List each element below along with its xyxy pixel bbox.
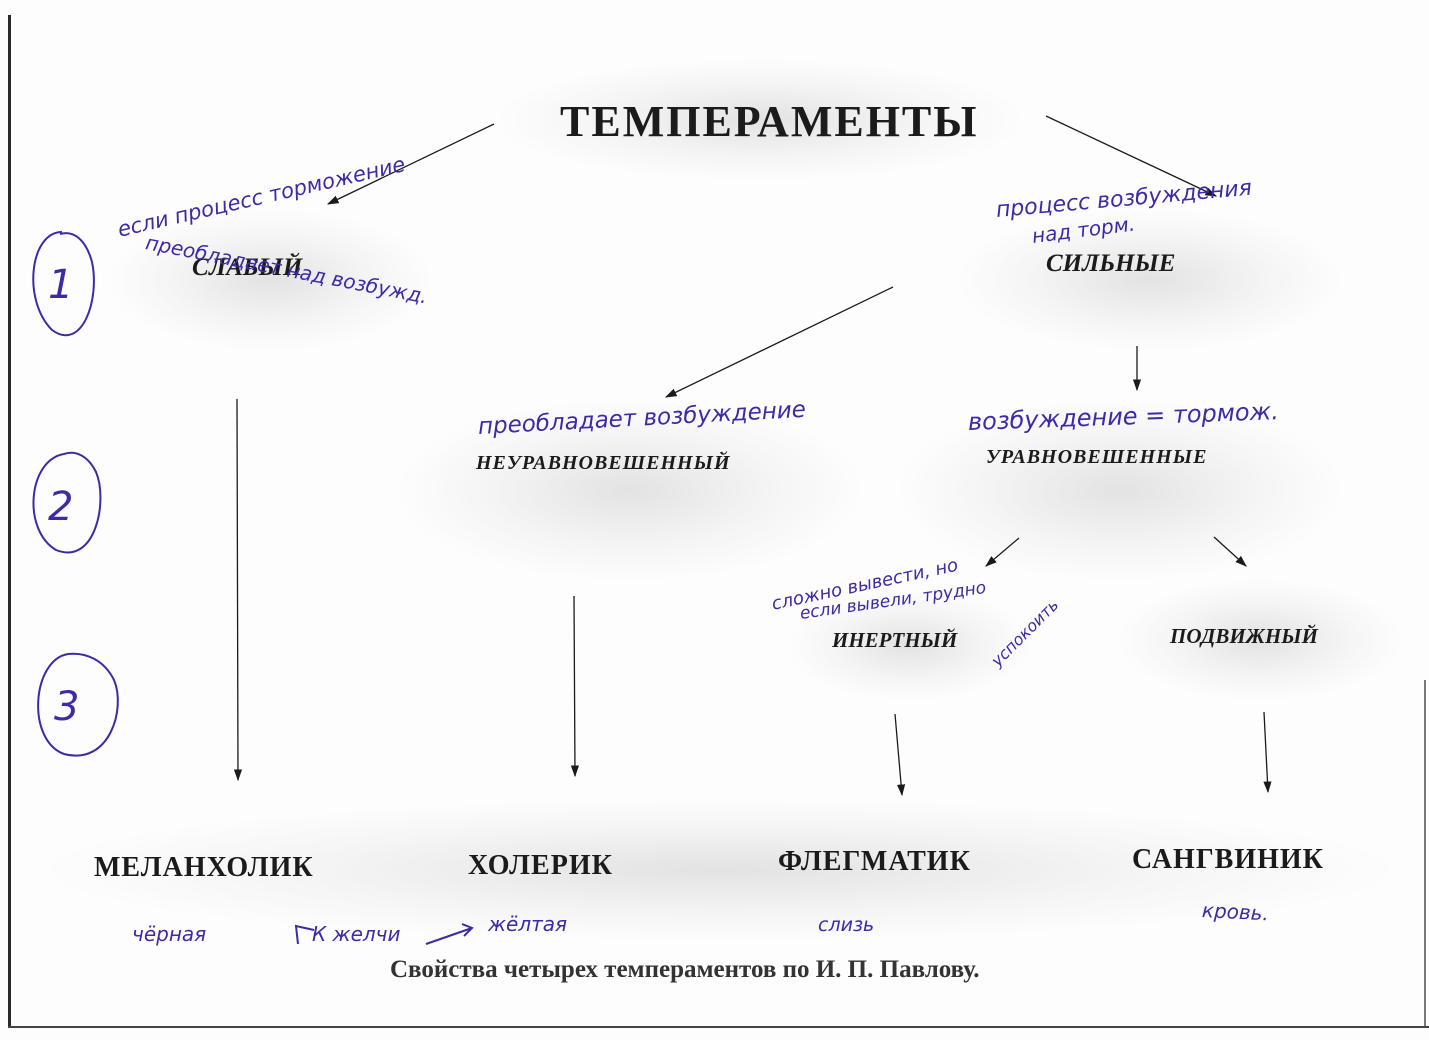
frame-left-edge xyxy=(8,15,11,1027)
label-strong: СИЛЬНЫЕ xyxy=(1046,250,1176,277)
note-phlegmatic: слизь xyxy=(818,914,875,936)
frame-right-edge xyxy=(1424,680,1426,1026)
note-choleric-a: К желчи xyxy=(312,922,401,946)
handwritten-arrow-k xyxy=(294,924,315,945)
level-circle-3 xyxy=(37,652,119,757)
arrow-unbalanced-to-choleric xyxy=(570,595,580,778)
smudge-title xyxy=(500,60,1020,180)
arrow-inert-to-phlegmatic xyxy=(894,713,906,797)
note-choleric-b: жёлтая xyxy=(488,912,568,936)
type-choleric: ХОЛЕРИК xyxy=(468,850,613,881)
note-sanguine: кровь. xyxy=(1201,898,1270,926)
type-sanguine: САНГВИНИК xyxy=(1132,844,1324,875)
arrow-balanced-to-mobile xyxy=(1213,536,1247,567)
type-phlegmatic: ФЛЕГМАТИК xyxy=(778,846,971,877)
arrow-title-to-strong xyxy=(1045,115,1218,197)
diagram-title: ТЕМПЕРАМЕНТЫ xyxy=(560,97,979,146)
level-circle-2 xyxy=(32,451,102,554)
smudge-unbalanced xyxy=(400,400,860,580)
smudge-balanced xyxy=(900,400,1340,580)
arrow-balanced-to-inert xyxy=(985,537,1020,567)
label-balanced: УРАВНОВЕШЕННЫЕ xyxy=(986,446,1208,468)
smudge-weak xyxy=(110,210,430,350)
figure-caption: Свойства четырех темпераментов по И. П. … xyxy=(390,956,980,983)
smudge-types-row xyxy=(50,800,1390,940)
type-melancholic: МЕЛАНХОЛИК xyxy=(94,852,314,883)
smudge-strong xyxy=(960,210,1340,350)
level-number-3: 3 xyxy=(54,684,79,730)
label-mobile: ПОДВИЖНЫЙ xyxy=(1170,624,1318,648)
level-circle-1 xyxy=(32,231,95,337)
frame-bottom-edge xyxy=(8,1026,1429,1028)
arrow-weak-to-melancholic xyxy=(233,398,243,782)
label-inert: ИНЕРТНЫЙ xyxy=(832,628,958,652)
label-unbalanced: НЕУРАВНОВЕШЕННЫЙ xyxy=(476,452,731,474)
handwritten-arrow-to-yellow xyxy=(425,923,474,945)
arrow-mobile-to-sanguine xyxy=(1263,711,1272,794)
level-number-2: 2 xyxy=(48,484,73,530)
level-number-1: 1 xyxy=(48,262,73,308)
arrow-strong-to-unbalanced xyxy=(664,286,894,398)
label-weak: СЛАБЫЙ xyxy=(192,254,303,281)
note-melancholic: чёрная xyxy=(132,922,207,946)
arrow-title-to-weak xyxy=(326,123,495,205)
smudge-mobile xyxy=(1120,580,1400,700)
smudge-inert xyxy=(790,590,1030,700)
